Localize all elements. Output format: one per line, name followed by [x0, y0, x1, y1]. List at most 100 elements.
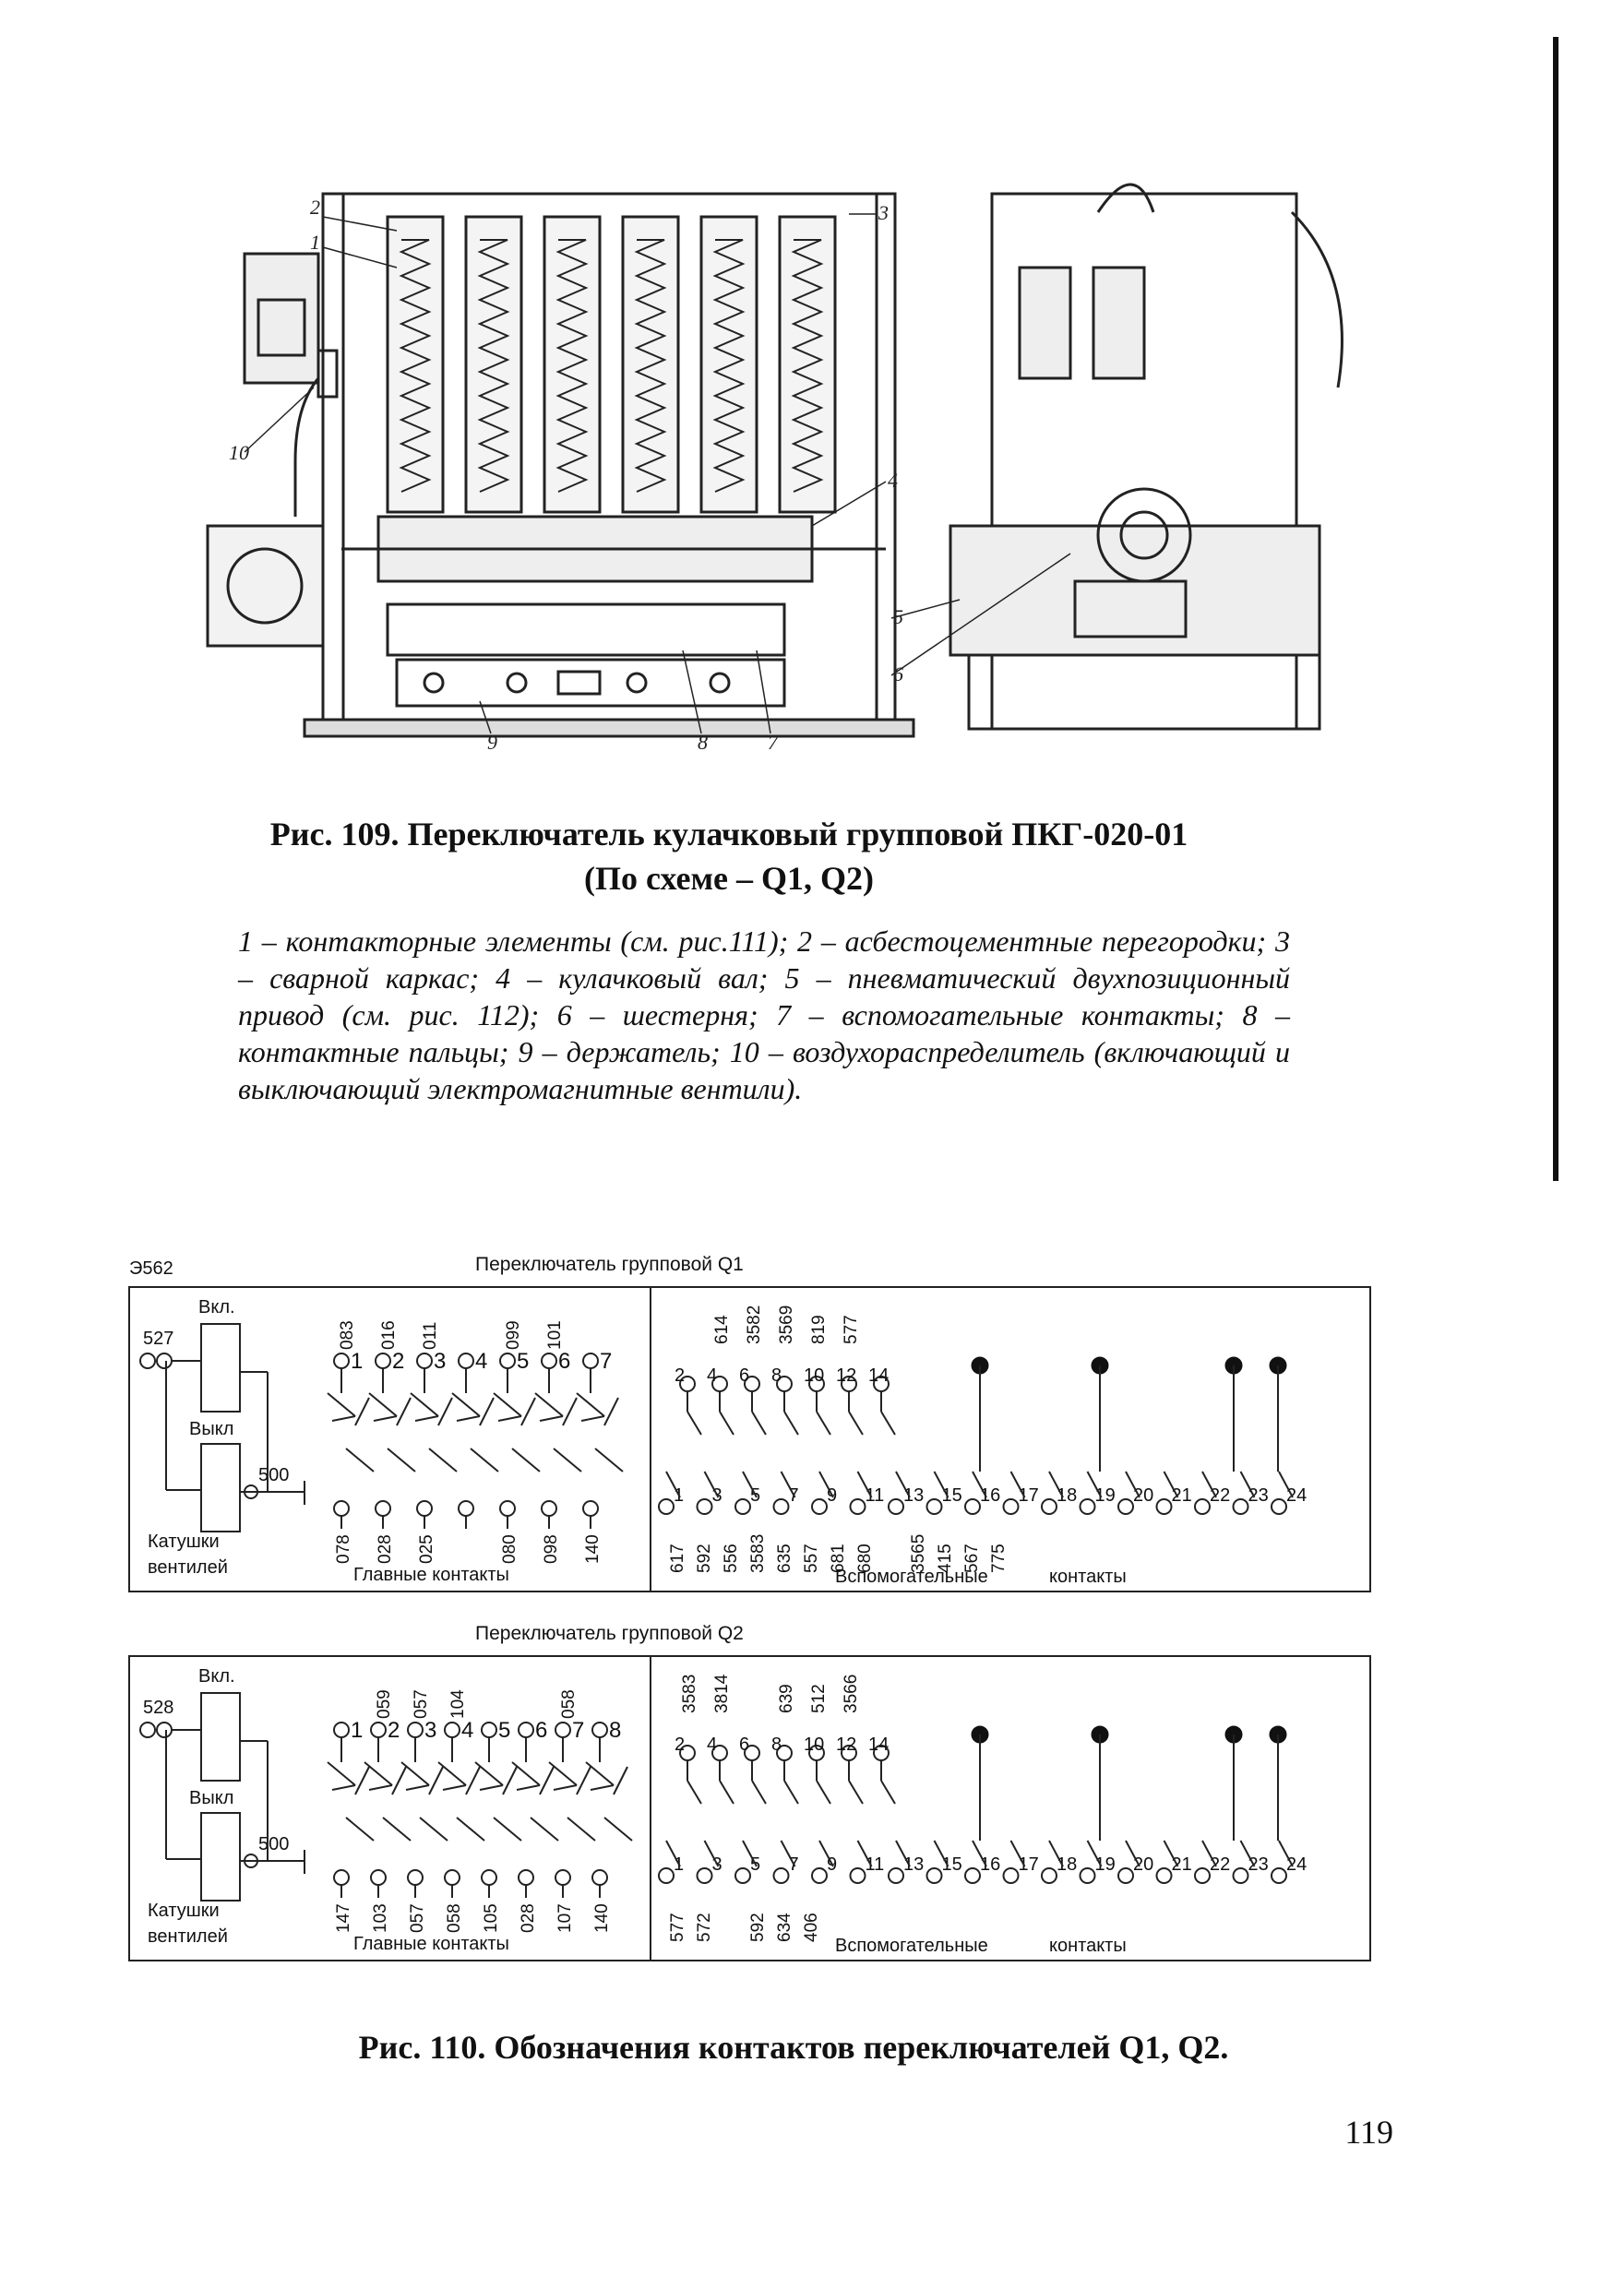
callout-4: 4	[888, 469, 898, 492]
main-contact-number: 6	[558, 1349, 570, 1374]
main-contact-top-wire: 057	[412, 1689, 431, 1719]
main-contact-number: 6	[535, 1718, 547, 1743]
coil-off-label: Выкл	[189, 1788, 233, 1808]
aux-contact-arm	[1086, 1471, 1103, 1498]
main-contact-top-wire: 011	[421, 1322, 440, 1350]
wire	[590, 1784, 615, 1791]
aux-contact-top-number: 8	[771, 1735, 782, 1755]
aux-contact-arm	[742, 1840, 758, 1867]
contact-terminal	[1232, 1867, 1249, 1884]
wire	[576, 1766, 591, 1795]
contact-terminal	[1117, 1867, 1134, 1884]
aux-contact-bottom-number: 24	[1286, 1485, 1307, 1506]
wire	[534, 1392, 564, 1417]
main-contact-number: 7	[600, 1349, 612, 1374]
aux-contact-arm	[933, 1840, 949, 1867]
common-wire-label: 500	[258, 1465, 289, 1485]
main-contact-arm	[345, 1817, 375, 1842]
aux-contact-bottom-number: 24	[1286, 1854, 1307, 1875]
main-contact-bottom-wire: 098	[542, 1534, 561, 1564]
wire	[437, 1397, 453, 1426]
aux-contact-bottom-wire: 577	[668, 1913, 687, 1942]
aux-contact-arm	[1201, 1840, 1217, 1867]
aux-contact-bottom-wire: 567	[962, 1544, 982, 1573]
aux-contact-bottom-number: 21	[1172, 1854, 1192, 1875]
spring	[712, 239, 746, 493]
aux-contact-bottom-number: 20	[1133, 1485, 1153, 1506]
aux-contact-arm	[1009, 1840, 1026, 1867]
aux-contact-arm	[665, 1840, 681, 1867]
aux-contact-bottom-wire: 635	[775, 1544, 794, 1573]
wire	[548, 1761, 578, 1786]
wire	[479, 1784, 504, 1791]
aux-contacts-label-2: контакты	[1049, 1567, 1127, 1587]
spring	[477, 239, 510, 493]
aux-contact-top-wire: 577	[842, 1315, 861, 1344]
figure-109-caption: Рис. 109. Переключатель кулачковый групп…	[138, 812, 1320, 900]
coils-label-line1: Катушки	[148, 1901, 220, 1921]
aux-contact-arm	[848, 1411, 864, 1436]
wire	[442, 1784, 467, 1791]
wire	[331, 1415, 356, 1422]
coil-off-label: Выкл	[189, 1419, 233, 1439]
contact-terminal	[772, 1867, 790, 1884]
contact-terminal	[370, 1722, 387, 1738]
aux-contact-arm	[1048, 1840, 1064, 1867]
main-contact-arm	[470, 1448, 499, 1472]
aux-contact-arm	[687, 1411, 702, 1436]
wire	[493, 1392, 522, 1417]
aux-contact-bottom-wire: 681	[829, 1544, 848, 1573]
wire	[364, 1761, 393, 1786]
coil-on-label: Вкл.	[198, 1666, 235, 1687]
aux-contact-bottom-number: 22	[1210, 1854, 1230, 1875]
aux-contact-arm	[751, 1780, 767, 1805]
contact-terminal	[444, 1869, 460, 1886]
aux-contact-arm	[1278, 1471, 1294, 1498]
contact-terminal	[518, 1722, 534, 1738]
aux-contact-arm	[1239, 1471, 1256, 1498]
coil-on	[200, 1323, 241, 1413]
main-contact-arm	[553, 1448, 582, 1472]
caption-line-1: Рис. 109. Переключатель кулачковый групп…	[269, 816, 1188, 852]
callout-1: 1	[310, 231, 320, 254]
callout-9: 9	[487, 731, 497, 754]
aux-contact-bottom-wire: 3583	[748, 1534, 768, 1573]
main-contact-arm	[419, 1817, 448, 1842]
wire	[354, 1766, 370, 1795]
contact-terminal	[1002, 1498, 1020, 1515]
contact-terminal	[1194, 1867, 1211, 1884]
contact-terminal	[481, 1722, 497, 1738]
main-contact-arm	[603, 1817, 633, 1842]
main-contact-number: 2	[392, 1349, 404, 1374]
aux-contact-top-wire: 614	[712, 1315, 732, 1344]
aux-contact-bottom-number: 15	[942, 1854, 962, 1875]
contact-terminal	[333, 1722, 350, 1738]
aux-contact-arm	[1125, 1840, 1140, 1867]
contact-terminal	[849, 1867, 866, 1884]
aux-contact-top-number: 10	[804, 1735, 824, 1755]
contact-terminal	[925, 1498, 943, 1515]
main-contact-arm	[382, 1817, 412, 1842]
contact-terminal	[555, 1869, 571, 1886]
contact-terminal	[734, 1867, 751, 1884]
aux-contact-top-wire: 639	[777, 1684, 796, 1713]
contact-terminal	[499, 1500, 516, 1517]
contact-terminal	[444, 1722, 460, 1738]
aux-contact-bottom-wire: 592	[695, 1544, 714, 1573]
main-contact-top-wire: 104	[448, 1689, 468, 1719]
aux-contact-bottom-number: 22	[1210, 1485, 1230, 1506]
aux-contact-arm	[1086, 1840, 1103, 1867]
contact-terminal	[1079, 1498, 1096, 1515]
contact-terminal	[1271, 1867, 1287, 1884]
aux-contact-bottom-number: 19	[1095, 1854, 1116, 1875]
wire	[576, 1392, 605, 1417]
contact-terminal	[1155, 1867, 1173, 1884]
main-contact-bottom-wire: 103	[371, 1903, 390, 1933]
wire	[562, 1397, 578, 1426]
wire	[479, 1397, 495, 1426]
contact-element	[621, 215, 680, 514]
callout-7: 7	[768, 731, 779, 754]
aux-contact-bottom-wire: 775	[989, 1544, 1009, 1573]
contact-terminal	[333, 1353, 350, 1369]
callout-8: 8	[698, 731, 708, 754]
